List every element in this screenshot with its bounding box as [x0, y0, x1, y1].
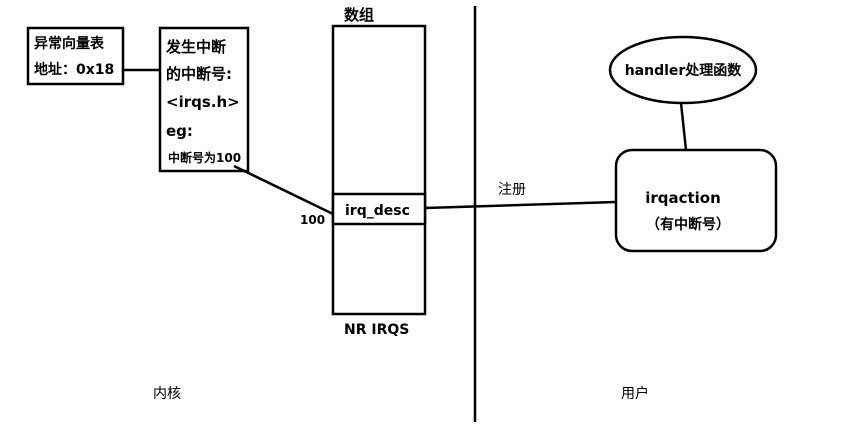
handler-to-irqaction-line [679, 102, 688, 151]
interrupt-note-box [158, 26, 250, 173]
register-line [424, 200, 617, 210]
register-label: 注册 [498, 182, 526, 198]
vector-table-title: 异常向量表 [34, 35, 105, 52]
interrupt-note-line1: 发生中断 [165, 38, 226, 56]
array-index-label: 100 [300, 213, 325, 227]
vector-table-box [26, 26, 125, 86]
array-box [331, 24, 427, 316]
interrupt-note-line3: <irqs.h> [166, 93, 240, 111]
kernel-region-label: 内核 [153, 386, 181, 402]
irqaction-node [614, 148, 778, 253]
vector-table-address: 地址：0x18 [34, 61, 114, 78]
handler-label: handler处理函数 [625, 62, 743, 79]
user-region-label: 用户 [621, 385, 649, 402]
interrupt-note-line2: 的中断号: [166, 65, 232, 83]
irqaction-label: irqaction [645, 189, 721, 207]
handler-node [608, 35, 758, 105]
irqaction-sublabel: （有中断号） [646, 216, 730, 233]
interrupt-note-line4: eg: [166, 122, 193, 140]
array-bottom-label: NR IRQS [344, 322, 409, 338]
irq-desc-slot [331, 192, 427, 226]
irq-desc-label: irq_desc [345, 203, 410, 219]
note-to-array-line [233, 164, 334, 216]
interrupt-note-line5: 中断号为100 [168, 150, 241, 165]
array-title: 数组 [344, 6, 374, 24]
